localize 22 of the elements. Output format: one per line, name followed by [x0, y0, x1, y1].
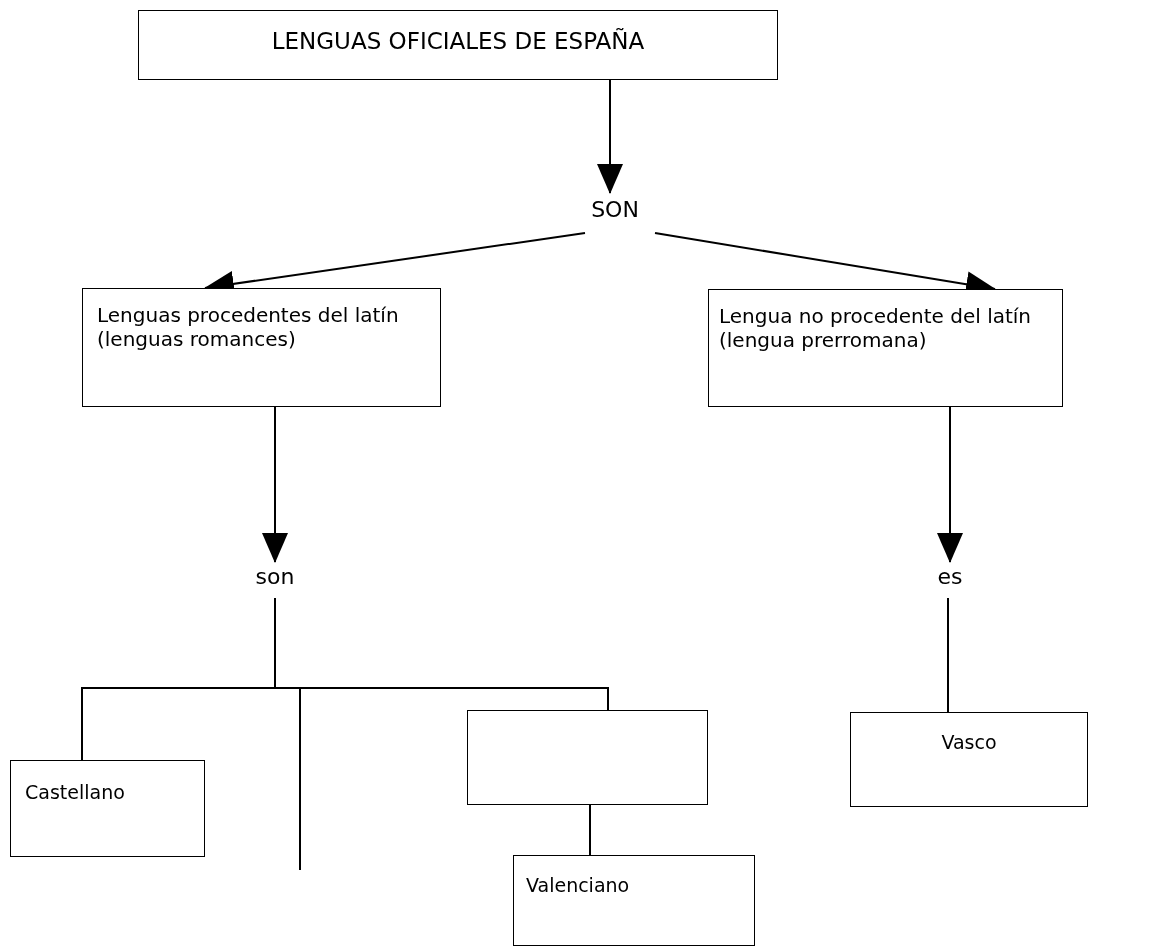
- box-label: Vasco: [940, 731, 998, 753]
- connector-word: SON: [591, 197, 639, 222]
- box-label: Lenguas procedentes del latín (lenguas romances): [97, 303, 400, 351]
- language-box: [850, 712, 1088, 807]
- language-box: [513, 855, 755, 946]
- connector-line: [589, 804, 591, 856]
- connector-line: [947, 597, 949, 713]
- box-label: Valenciano: [526, 874, 631, 896]
- language-box: [10, 760, 205, 857]
- box-label: LENGUAS OFICIALES DE ESPAÑA: [270, 28, 646, 54]
- empty-box: [467, 710, 708, 805]
- arrow: [597, 79, 623, 194]
- connector-line: [274, 597, 609, 711]
- title-box: [138, 10, 778, 80]
- arrow: [937, 406, 963, 563]
- box-label: Lengua no procedente del latín (lengua prerromana): [719, 304, 1033, 352]
- category-box: [82, 288, 441, 407]
- category-box: [708, 289, 1063, 407]
- arrow: [262, 406, 288, 563]
- connector-word: son: [255, 564, 295, 589]
- box-label: Castellano: [25, 781, 126, 803]
- connector-word: es: [937, 564, 963, 589]
